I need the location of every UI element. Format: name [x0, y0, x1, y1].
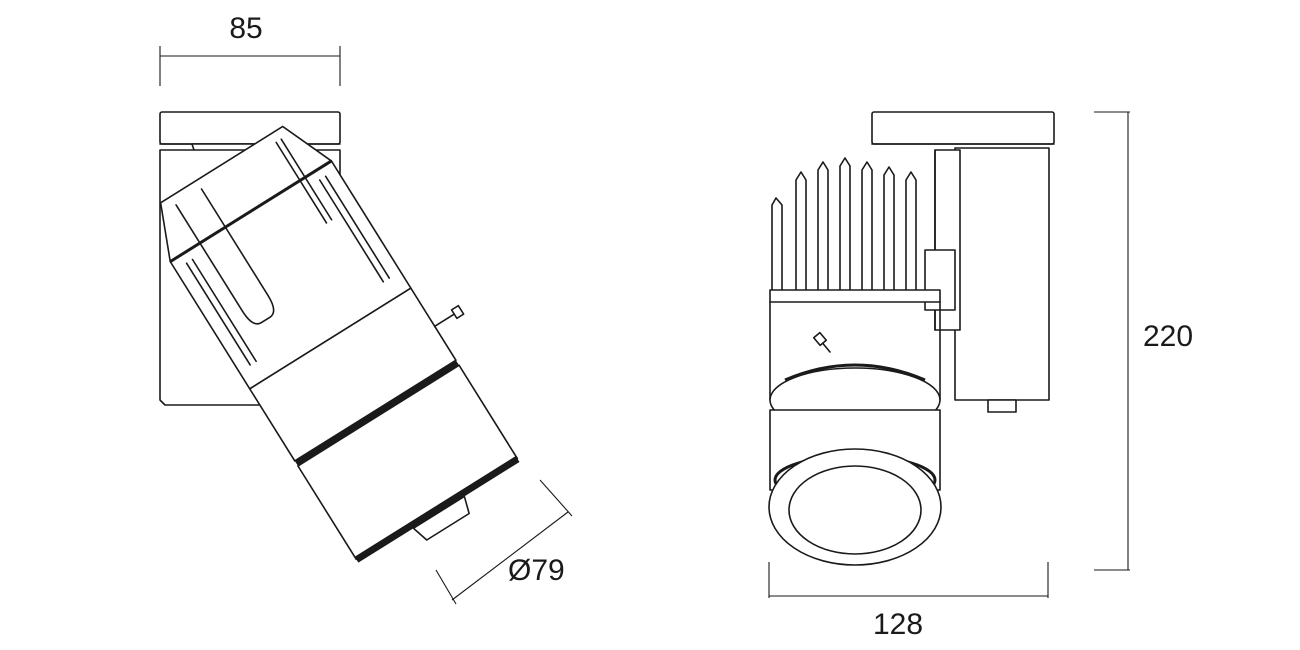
tilt-lock-pin-side — [812, 331, 831, 353]
spotlight-body-tilted — [159, 125, 520, 563]
track-adapter-side — [871, 111, 1055, 145]
bracket-side — [954, 147, 1050, 401]
dim-label-side-width: 128 — [873, 608, 923, 641]
dim-label-lens-diameter: Ø79 — [508, 554, 565, 587]
lens-side — [788, 465, 922, 555]
dim-label-front-width: 85 — [229, 12, 262, 45]
dim-label-side-height: 220 — [1143, 320, 1193, 353]
tilt-lock-pin — [433, 304, 465, 328]
front-view: 85 — [159, 12, 573, 605]
heatsink-base-side — [769, 289, 941, 303]
bracket-screw — [987, 399, 1017, 413]
heatsink-fins-side — [771, 157, 917, 301]
dimension-front-width: 85 — [159, 12, 341, 86]
track-adapter-front — [159, 111, 341, 145]
knurled-ring — [302, 415, 371, 461]
side-view: 220 128 — [768, 111, 1193, 641]
dimension-lens-diameter: Ø79 — [435, 479, 573, 605]
dimension-side-width: 128 — [768, 562, 1049, 641]
dimension-side-height: 220 — [1094, 111, 1193, 571]
front-bezel — [354, 456, 520, 563]
